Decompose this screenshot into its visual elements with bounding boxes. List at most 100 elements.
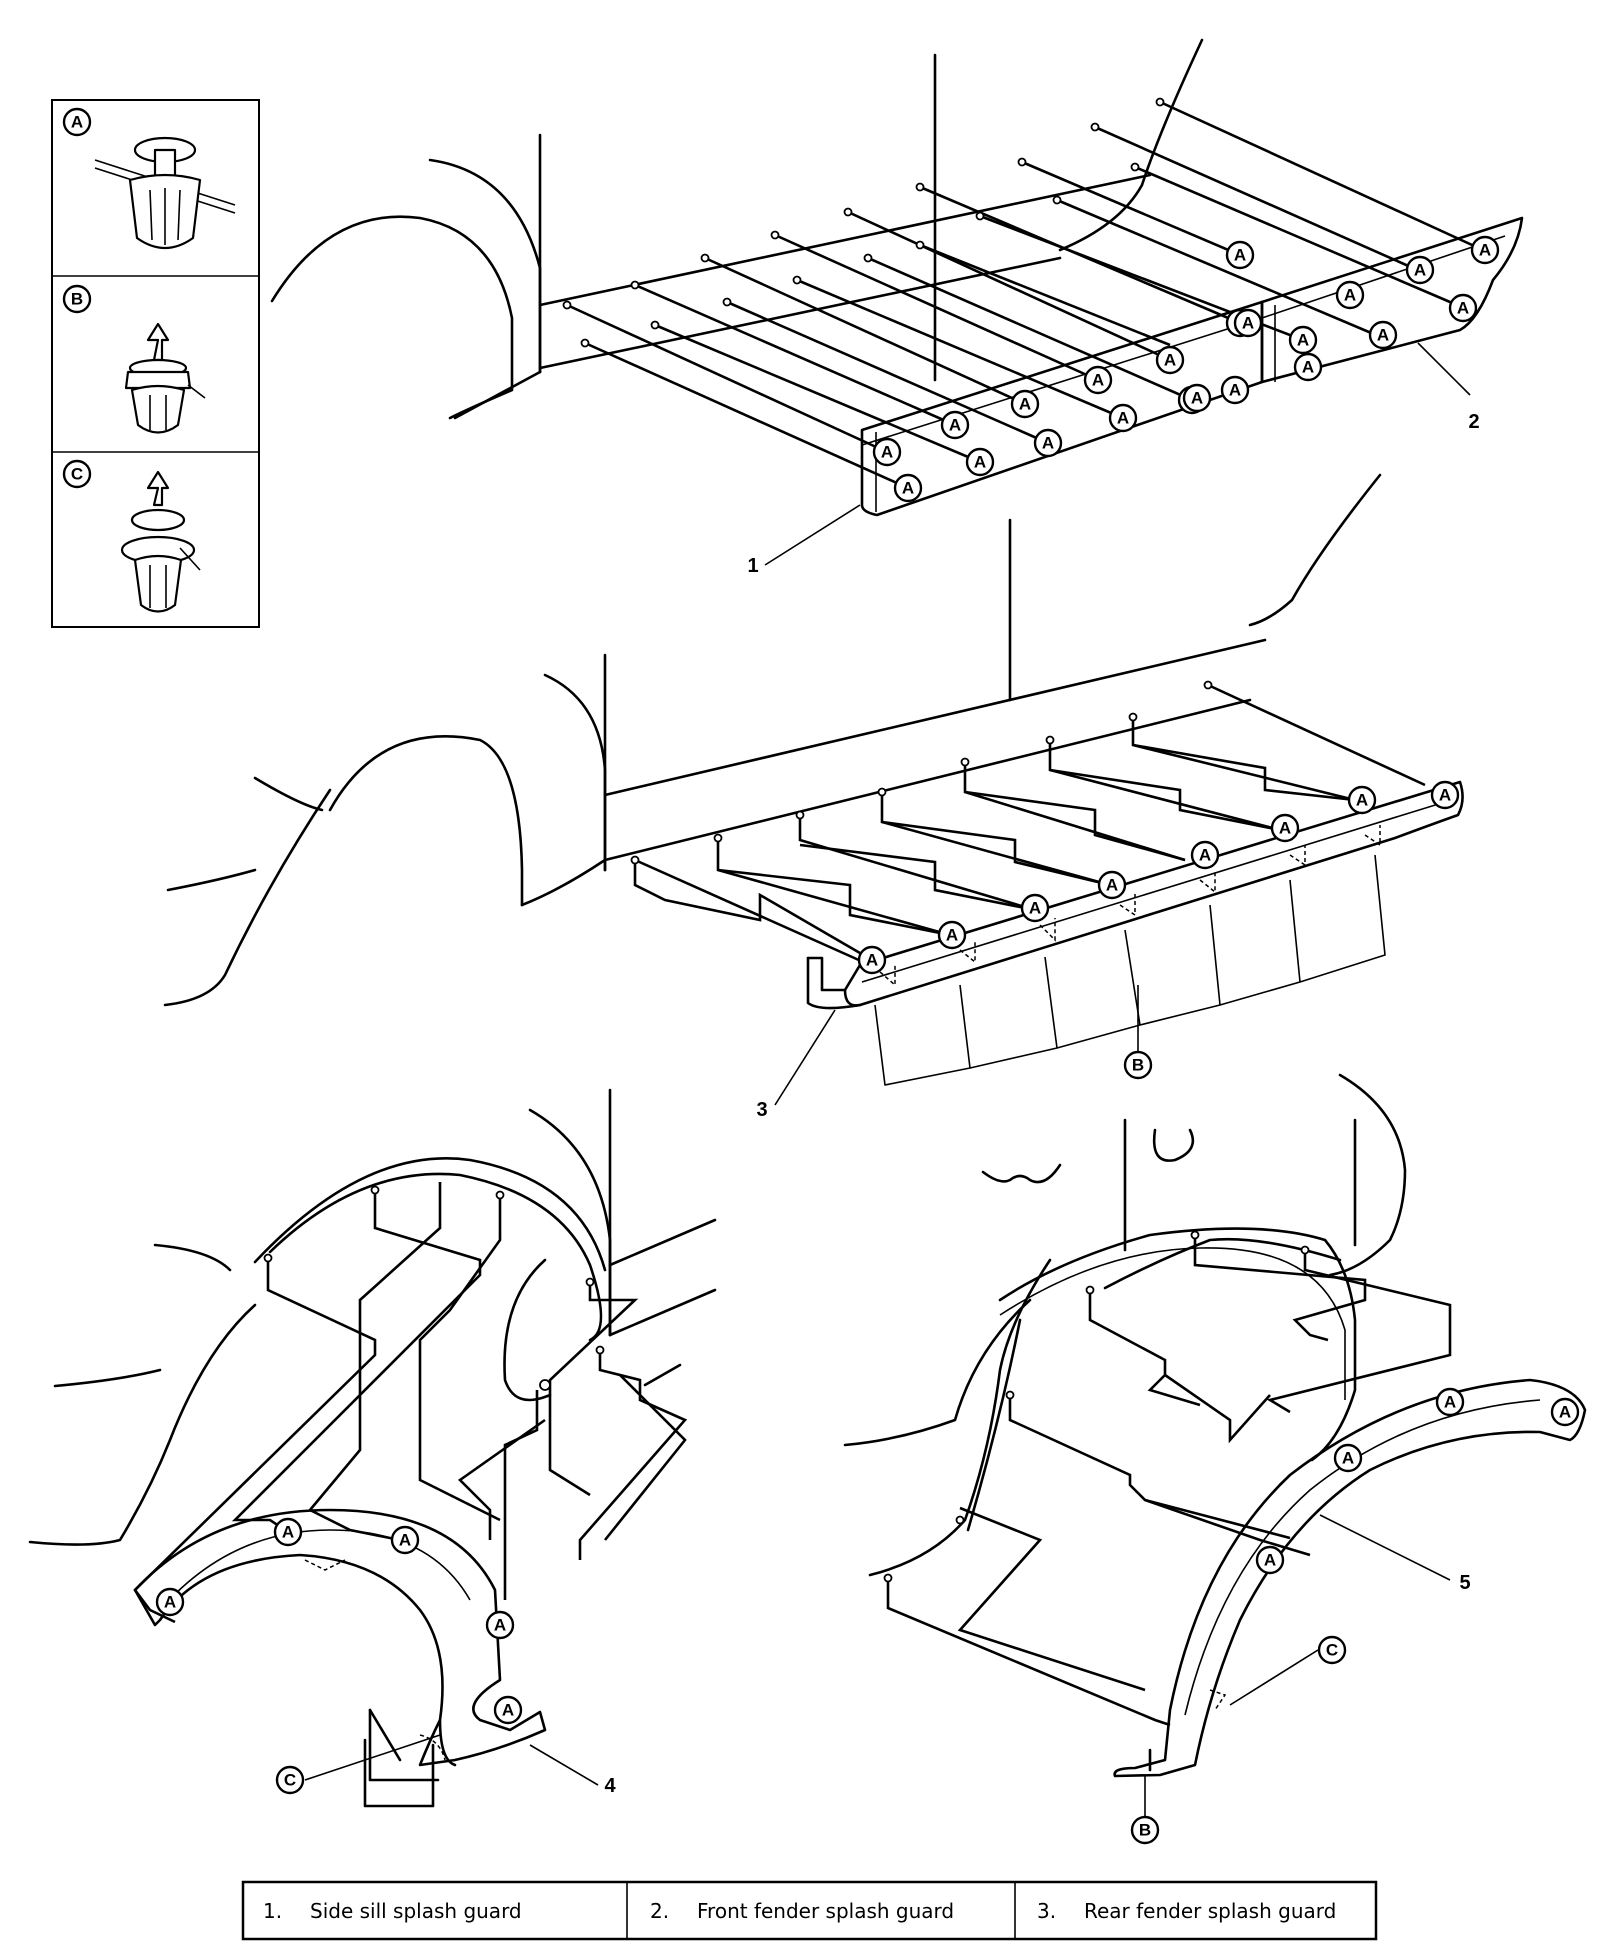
svg-text:A: A — [1042, 434, 1054, 453]
marker-c: C — [275, 1765, 305, 1795]
svg-text:A: A — [1117, 409, 1129, 428]
marker-a: A — [857, 945, 887, 975]
svg-text:A: A — [1356, 791, 1368, 810]
marker-a: A — [273, 1517, 303, 1547]
svg-text:A: A — [1234, 246, 1246, 265]
marker-a: A — [1435, 1387, 1465, 1417]
front-fender-arch-outer — [268, 1172, 603, 1342]
callout-4: 4 — [604, 1775, 616, 1797]
callout-2: 2 — [1468, 411, 1479, 433]
svg-text:A: A — [399, 1531, 411, 1550]
marker-a: A — [1010, 389, 1040, 419]
svg-text:A: A — [1191, 389, 1203, 408]
key-marker-c — [62, 459, 92, 489]
marker-a: A — [1333, 1443, 1363, 1473]
marker-a: A — [1233, 308, 1263, 338]
side-sill-view — [270, 38, 1524, 517]
marker-a: A — [1083, 365, 1113, 395]
marker-a: A — [1448, 293, 1478, 323]
marker-a: A — [1108, 403, 1138, 433]
legend-table: 1. Side sill splash guard 2. Front fende… — [241, 1880, 1378, 1941]
legend-item-1-label: Side sill splash guard — [310, 1899, 522, 1923]
marker-a: A — [965, 447, 995, 477]
legend-item-1-number: 1. — [263, 1899, 282, 1923]
side-sill-fastener-lines — [566, 100, 1484, 490]
svg-text:A: A — [1344, 286, 1356, 305]
svg-text:A: A — [902, 479, 914, 498]
part-callouts: 1 2 3 4 5 — [604, 411, 1479, 1797]
svg-text:C: C — [1326, 1641, 1338, 1660]
rear-fender-view — [843, 1073, 1587, 1778]
rear-fender-liner — [1113, 1378, 1587, 1778]
svg-text:A: A — [881, 443, 893, 462]
marker-a: A — [390, 1525, 420, 1555]
svg-text:A: A — [1479, 241, 1491, 260]
key-letter-a: A — [71, 113, 83, 132]
lower-front-wheel-arch — [328, 735, 524, 907]
callout-3: 3 — [756, 1099, 767, 1121]
svg-text:B: B — [1132, 1056, 1144, 1075]
svg-text:A: A — [1164, 351, 1176, 370]
marker-a: A — [893, 473, 923, 503]
legend-item-3-number: 3. — [1037, 1899, 1056, 1923]
svg-text:A: A — [1229, 381, 1241, 400]
key-letter-c: C — [71, 465, 83, 484]
marker-a: A — [1368, 320, 1398, 350]
marker-a: A — [1405, 255, 1435, 285]
svg-text:A: A — [1029, 899, 1041, 918]
svg-text:A: A — [1279, 819, 1291, 838]
marker-a: A — [1335, 280, 1365, 310]
marker-a: A — [1225, 240, 1255, 270]
svg-text:A: A — [946, 926, 958, 945]
marker-a: A — [1020, 893, 1050, 923]
rear-side-sill-guard — [843, 780, 1464, 1007]
lower-sill-fastener-lines — [633, 683, 1426, 967]
callout-5: 5 — [1459, 1572, 1470, 1594]
marker-a: A — [1182, 383, 1212, 413]
rear-fender-holes — [883, 1230, 1310, 1583]
sill-panels — [874, 854, 1386, 1086]
marker-a: A — [155, 1587, 185, 1617]
svg-text:A: A — [1439, 786, 1451, 805]
marker-a: A — [1190, 840, 1220, 870]
svg-text:A: A — [1414, 261, 1426, 280]
lower-sill-view — [163, 473, 1464, 1086]
marker-a: A — [1270, 813, 1300, 843]
front-fender-liner — [133, 1508, 547, 1767]
front-fender-view — [28, 1088, 717, 1808]
svg-text:A: A — [494, 1616, 506, 1635]
svg-text:A: A — [1444, 1393, 1456, 1412]
clip-c-icon: C — [62, 459, 201, 613]
rear-fender-arch — [998, 1227, 1357, 1462]
svg-text:A: A — [1092, 371, 1104, 390]
svg-text:A: A — [1019, 395, 1031, 414]
rear-fender-fastener-lines — [886, 1235, 1452, 1727]
marker-a: A — [872, 437, 902, 467]
svg-text:A: A — [1457, 299, 1469, 318]
svg-text:A: A — [1264, 1551, 1276, 1570]
svg-text:A: A — [1242, 314, 1254, 333]
marker-a: A — [1255, 1545, 1285, 1575]
svg-text:B: B — [1139, 1821, 1151, 1840]
svg-text:A: A — [282, 1523, 294, 1542]
legend-item-2-label: Front fender splash guard — [697, 1899, 954, 1923]
side-sill-body-holes — [562, 97, 1165, 348]
marker-a: A — [1033, 428, 1063, 458]
front-fender-holes — [263, 1185, 605, 1391]
marker-a: A — [485, 1610, 515, 1640]
sill-clip-dashes — [879, 825, 1381, 987]
svg-text:A: A — [974, 453, 986, 472]
svg-text:A: A — [502, 1701, 514, 1720]
legend-item-3-label: Rear fender splash guard — [1084, 1899, 1336, 1923]
svg-text:A: A — [1342, 1449, 1354, 1468]
marker-a: A — [1347, 785, 1377, 815]
marker-a: A — [1430, 780, 1460, 810]
lower-sill-holes — [630, 680, 1213, 865]
marker-a: A — [940, 410, 970, 440]
front-wheel-arch — [270, 215, 514, 420]
legend-item-2-number: 2. — [650, 1899, 669, 1923]
svg-text:A: A — [949, 416, 961, 435]
key-marker-b — [62, 284, 92, 314]
marker-a: A — [1550, 1397, 1580, 1427]
callout-1: 1 — [747, 555, 758, 577]
